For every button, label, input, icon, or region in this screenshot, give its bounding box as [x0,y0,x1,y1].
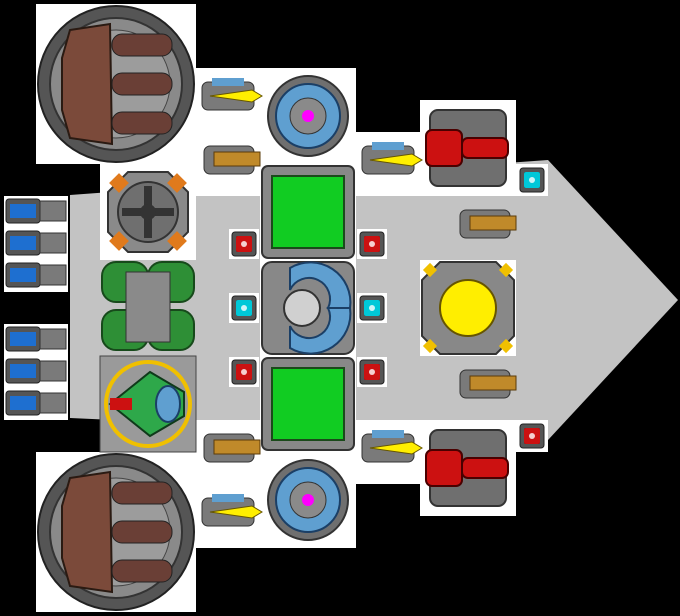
gold-cannon-4[interactable] [203,433,261,463]
red-laser-icon [425,429,509,507]
missile-launcher-icon [201,78,263,111]
reactor-bottom[interactable] [267,459,349,541]
red-node-icon [228,228,260,260]
red-node-icon [516,420,548,452]
command-module-icon [104,360,192,448]
shield-generator[interactable] [260,260,356,356]
cyan-node-icon [516,164,548,196]
gold-cannon-1[interactable] [203,145,261,175]
reactor-icon [267,75,349,157]
power-core[interactable] [420,260,516,356]
cyan-node-icon [356,292,388,324]
red-node-icon [356,228,388,260]
cargo-bay-icon [261,357,355,451]
red-node[interactable] [356,228,388,260]
cyan-node[interactable] [356,292,388,324]
gold-cannon-icon [203,433,261,463]
heavy-turret-top[interactable] [37,5,195,163]
red-node[interactable] [516,420,548,452]
reactor-icon [267,459,349,541]
gyroscope-icon [107,171,189,253]
fuel-tank-module[interactable] [100,260,196,354]
reactor-top[interactable] [267,75,349,157]
cyan-node[interactable] [516,164,548,196]
red-node[interactable] [228,356,260,388]
thruster-icon [5,326,67,416]
red-laser-bottom[interactable] [425,429,509,507]
thruster-icon [5,198,67,288]
cyan-node[interactable] [228,292,260,324]
missile-launcher-4[interactable] [201,494,263,527]
thruster-bank-lower[interactable] [4,324,68,420]
fuel-tank-icon [100,260,196,354]
missile-launcher-3[interactable] [361,430,423,463]
missile-launcher-2[interactable] [361,142,423,175]
gold-cannon-2[interactable] [459,209,517,239]
gold-cannon-3[interactable] [459,369,517,399]
red-node-icon [228,356,260,388]
heavy-cannon-icon [61,470,173,594]
missile-launcher-icon [361,142,423,175]
red-node-icon [356,356,388,388]
red-laser-icon [425,109,509,187]
heavy-turret-bottom[interactable] [37,453,195,611]
cargo-bay-icon [261,165,355,259]
gold-cannon-icon [203,145,261,175]
missile-launcher-icon [361,430,423,463]
red-node[interactable] [356,356,388,388]
thruster-bank-upper[interactable] [4,196,68,292]
shield-generator-icon [261,261,355,355]
red-laser-top[interactable] [425,109,509,187]
missile-launcher-icon [201,494,263,527]
gyroscope-module[interactable] [100,164,196,260]
power-core-icon [421,261,515,355]
red-node[interactable] [228,228,260,260]
cargo-bay-upper[interactable] [260,164,356,260]
heavy-cannon-icon [61,22,173,146]
gold-cannon-icon [459,369,517,399]
command-module[interactable] [99,355,197,453]
cyan-node-icon [228,292,260,324]
gold-cannon-icon [459,209,517,239]
missile-launcher-1[interactable] [201,78,263,111]
cargo-bay-lower[interactable] [260,356,356,452]
